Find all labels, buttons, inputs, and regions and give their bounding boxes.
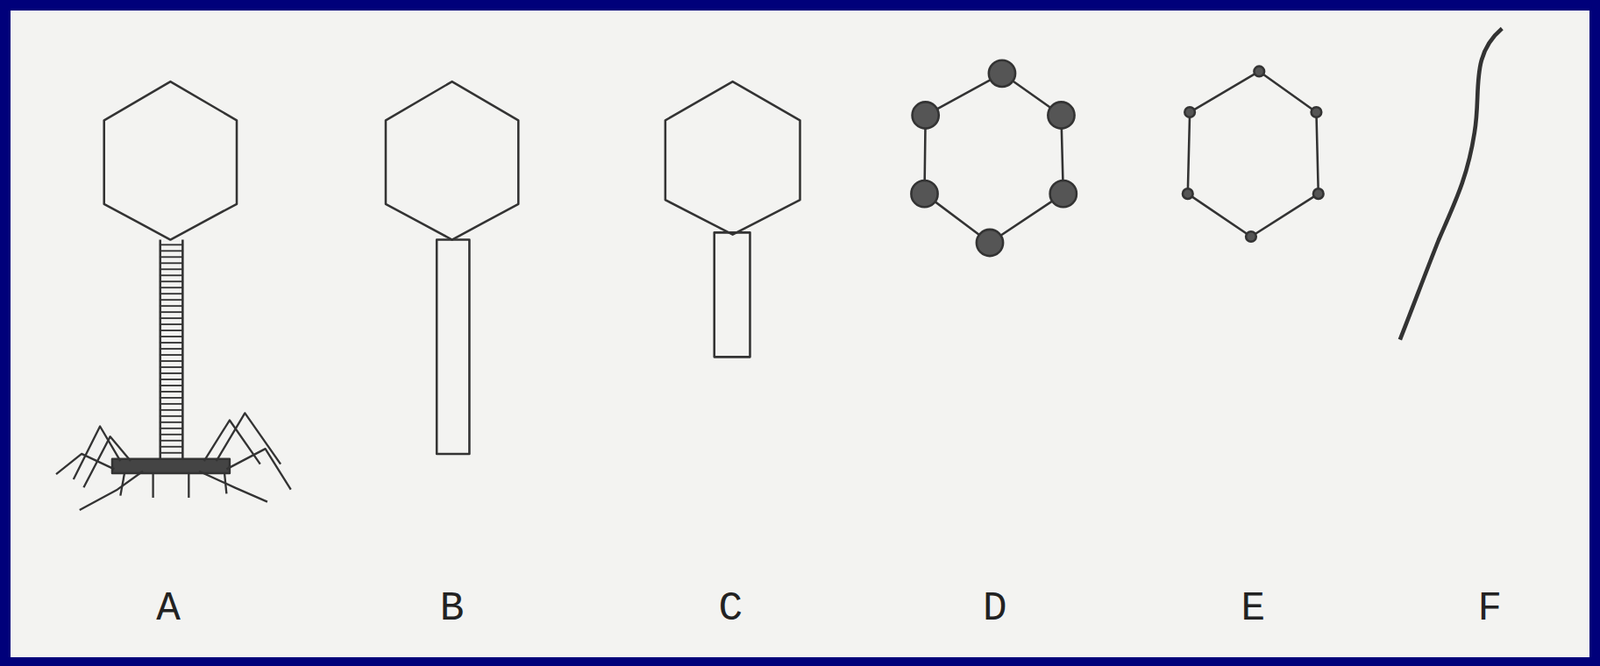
- tail-stripe: [160, 397, 184, 399]
- tail-stripe: [160, 274, 184, 277]
- figure-letter: E: [1240, 586, 1266, 633]
- tail-stripe: [160, 292, 184, 295]
- tail-stripe: [160, 403, 184, 406]
- figure-letter: C: [718, 586, 744, 633]
- tail-stripe: [160, 262, 184, 264]
- figure-letter: D: [982, 586, 1008, 633]
- tail-stripe: [160, 341, 184, 344]
- tail-stripe: [160, 354, 184, 356]
- tail-stripe: [160, 311, 184, 313]
- tail-stripe: [160, 360, 184, 363]
- figure-letter: A: [156, 586, 181, 633]
- tail-stripe: [160, 256, 184, 258]
- tail-stripe: [160, 298, 184, 301]
- tail-stripe: [160, 391, 184, 393]
- tail-stripe: [160, 243, 184, 246]
- tail-fibers: [56, 412, 292, 511]
- capsomere-dots: [1182, 66, 1324, 242]
- tail-stripe: [160, 366, 184, 369]
- tail-stripe: [160, 421, 184, 424]
- tail-stripe: [160, 317, 184, 320]
- capsid-head: [1187, 71, 1319, 237]
- tail-stripe: [160, 348, 184, 350]
- tail-stripe: [160, 384, 184, 387]
- background-panel: [10, 10, 1590, 658]
- tail-stripe: [160, 372, 184, 375]
- short-tail: [714, 232, 751, 357]
- capsid-head: [385, 81, 519, 240]
- sheath-tail: [160, 240, 184, 463]
- tail-stripes: [160, 244, 184, 453]
- tail-stripe: [160, 427, 184, 430]
- figure-letter: B: [440, 586, 465, 633]
- tail-stripe: [160, 286, 184, 289]
- long-tail: [436, 240, 470, 455]
- capsid-head: [104, 81, 237, 240]
- tail-stripe: [160, 452, 184, 455]
- tail-stripe: [160, 268, 184, 271]
- tail-stripe: [160, 433, 184, 436]
- tail-stripe: [160, 409, 184, 412]
- tail-stripe: [160, 415, 184, 418]
- tail-stripe: [160, 378, 184, 381]
- tail-stripe: [160, 440, 184, 442]
- tail-stripe: [160, 305, 184, 307]
- tail-stripe: [160, 329, 184, 332]
- capsomere-dots: [910, 60, 1077, 256]
- tail-stripe: [160, 249, 184, 252]
- filamentous-virus: [1400, 28, 1502, 341]
- tail-stripe: [160, 323, 184, 326]
- tail-stripe: [160, 446, 184, 448]
- figure-letter: F: [1477, 586, 1502, 633]
- tail-stripe: [160, 280, 184, 283]
- tail-stripe: [160, 335, 184, 338]
- capsid-head: [665, 81, 801, 235]
- capsid-head: [924, 73, 1063, 243]
